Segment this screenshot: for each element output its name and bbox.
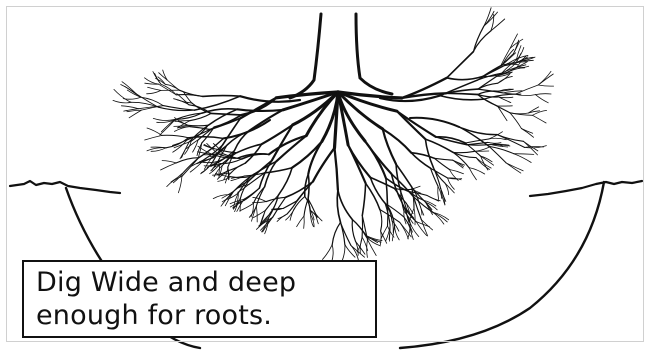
root-strand xyxy=(123,97,141,99)
root-strand xyxy=(538,85,553,86)
root-strand xyxy=(276,136,306,162)
root-strand xyxy=(446,93,478,94)
root-strand xyxy=(342,244,345,260)
root-strand xyxy=(514,154,531,163)
root-strand xyxy=(203,96,241,97)
root-strand xyxy=(381,226,388,239)
root-strand xyxy=(208,109,237,125)
root-strand xyxy=(386,178,388,205)
root-strand xyxy=(137,94,159,107)
root-strand xyxy=(194,96,240,110)
root-strand xyxy=(447,52,474,78)
root-strand xyxy=(453,152,469,167)
root-strand xyxy=(506,163,523,171)
root-strand xyxy=(510,113,521,129)
root-strand xyxy=(469,168,485,174)
root-strand xyxy=(304,216,305,228)
root-strand xyxy=(147,128,162,135)
root-strand xyxy=(535,94,551,95)
root-strand xyxy=(345,244,355,257)
root-strand xyxy=(397,111,425,139)
root-strand xyxy=(153,118,174,120)
root-strand xyxy=(264,168,292,173)
ground-line-right xyxy=(530,181,642,196)
root-strand xyxy=(253,187,264,204)
root-strand xyxy=(533,115,547,123)
root-strand xyxy=(323,245,333,260)
root-strand xyxy=(151,148,166,152)
root-strand xyxy=(514,154,534,155)
ground-line-left xyxy=(10,181,120,193)
root-strand xyxy=(478,83,498,89)
root-strand xyxy=(148,87,161,90)
planting-hole-outline-right xyxy=(400,182,604,348)
root-strand xyxy=(214,115,241,127)
caption-box: Dig Wide and deep enough for roots. xyxy=(22,260,377,338)
root-strand xyxy=(249,110,282,131)
root-strand xyxy=(397,111,436,137)
caption-line-1: Dig Wide and deep xyxy=(36,266,375,299)
root-strand xyxy=(362,183,365,215)
root-strand xyxy=(162,135,188,138)
root-strand xyxy=(145,135,162,140)
root-strand xyxy=(332,245,333,262)
root-strand xyxy=(425,139,433,168)
root-strand xyxy=(489,138,507,139)
root-strand xyxy=(380,210,382,231)
root-strand xyxy=(161,119,174,131)
root-strand xyxy=(484,12,498,26)
root-strand xyxy=(453,151,474,152)
trunk xyxy=(290,14,392,98)
root-strand xyxy=(121,106,138,109)
root-strand xyxy=(352,220,366,238)
root-strand xyxy=(244,188,260,200)
root-strand xyxy=(240,204,253,211)
root-strand xyxy=(304,199,308,216)
root-strand xyxy=(201,163,212,174)
root-strand xyxy=(473,31,490,52)
root-strand xyxy=(178,176,182,192)
root-strand xyxy=(292,142,322,168)
root-strand xyxy=(188,125,208,126)
root-strand xyxy=(297,216,304,227)
root-strand xyxy=(162,161,176,163)
root-strand xyxy=(278,168,292,196)
root-strand xyxy=(125,86,141,97)
root-strand xyxy=(538,71,551,85)
root-strand xyxy=(440,96,484,100)
root-strand xyxy=(489,146,506,162)
root-strand xyxy=(147,90,161,93)
root-strand xyxy=(335,92,339,148)
root-strand xyxy=(231,163,246,173)
root-strand xyxy=(360,237,362,254)
root-strand xyxy=(348,145,366,183)
caption-line-2: enough for roots. xyxy=(36,299,375,332)
root-strand xyxy=(161,163,177,170)
root-strand xyxy=(366,183,380,209)
root-strand xyxy=(506,163,521,173)
root-strand xyxy=(510,113,528,114)
root-strand xyxy=(515,85,538,94)
root-strand xyxy=(256,206,257,222)
root-strand xyxy=(177,94,189,105)
root-strand xyxy=(538,74,553,85)
root-strand xyxy=(535,95,548,103)
root-strand xyxy=(341,222,351,245)
root-strand xyxy=(335,148,338,190)
root-strand xyxy=(427,195,439,201)
root-system xyxy=(113,8,554,262)
root-strand xyxy=(411,153,430,169)
root-strand xyxy=(365,141,386,178)
root-strand xyxy=(400,222,409,239)
root-strand xyxy=(174,99,189,105)
root-strand xyxy=(234,177,251,192)
root-strand xyxy=(414,208,415,225)
root-strand xyxy=(332,222,340,244)
root-strand xyxy=(448,178,455,189)
root-strand xyxy=(477,66,500,80)
root-strand xyxy=(447,77,483,80)
root-strand xyxy=(338,190,353,220)
